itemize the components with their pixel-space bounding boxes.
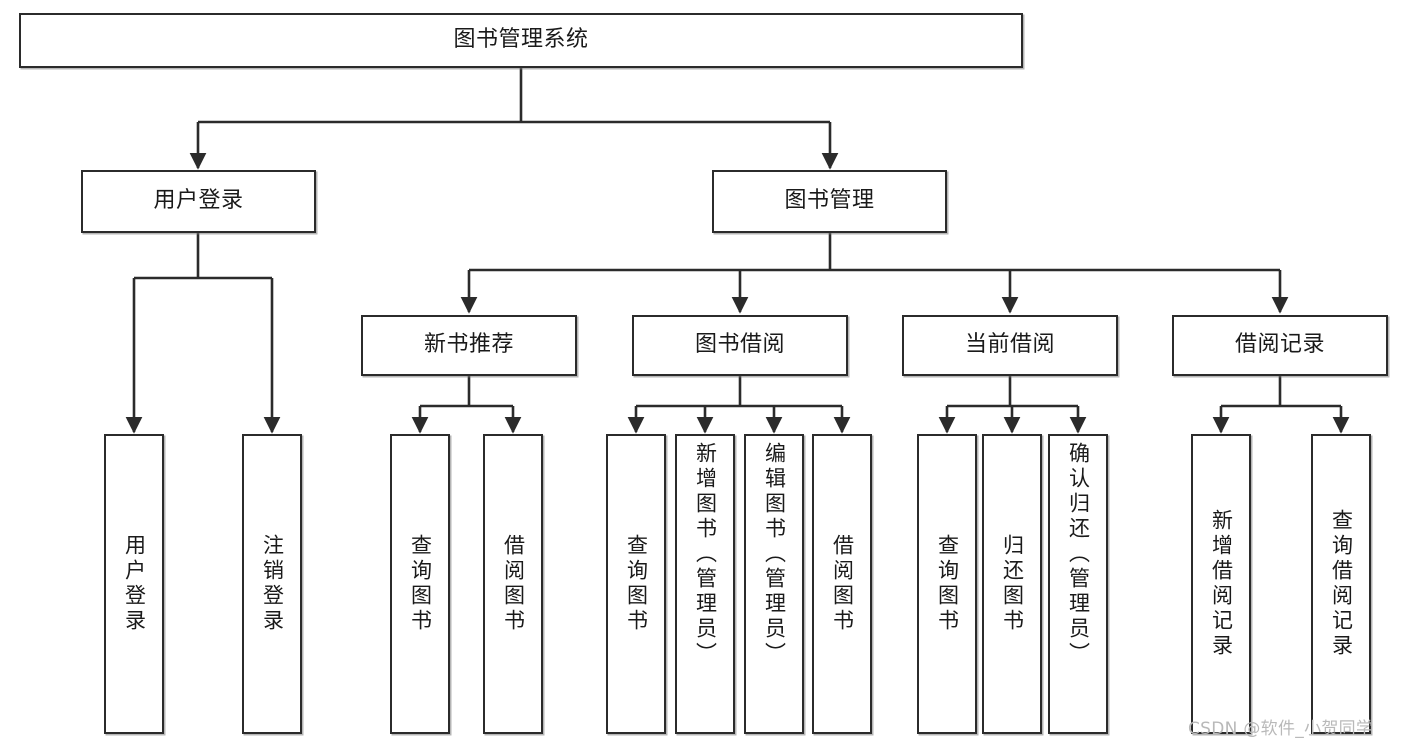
node-label: 查询图书 (408, 534, 433, 634)
leaf-user-login-login[interactable]: 用户登录 (104, 434, 164, 734)
node-label: 借阅记录 (1234, 332, 1325, 358)
node-label: 新增图书（管理员） (693, 442, 718, 667)
leaf-book-borrow-add-book-admin[interactable]: 新增图书（管理员） (675, 434, 735, 734)
node-label: 用户登录 (122, 534, 147, 634)
leaf-current-borrow-query-book[interactable]: 查询图书 (917, 434, 977, 734)
node-borrow-record[interactable]: 借阅记录 (1172, 315, 1388, 376)
node-label: 归还图书 (1000, 534, 1025, 634)
node-label: 图书借阅 (694, 332, 785, 358)
leaf-user-login-logout[interactable]: 注销登录 (242, 434, 302, 734)
node-current-borrow[interactable]: 当前借阅 (902, 315, 1118, 376)
node-label: 新书推荐 (423, 332, 514, 358)
node-label: 确认归还（管理员） (1066, 442, 1091, 667)
node-new-book-recommend[interactable]: 新书推荐 (361, 315, 577, 376)
leaf-current-borrow-return-book[interactable]: 归还图书 (982, 434, 1042, 734)
node-label: 图书管理 (784, 188, 875, 214)
leaf-borrow-record-query-record[interactable]: 查询借阅记录 (1311, 434, 1371, 734)
leaf-new-book-query-book[interactable]: 查询图书 (390, 434, 450, 734)
node-label: 查询借阅记录 (1329, 509, 1354, 659)
leaf-book-borrow-query-book[interactable]: 查询图书 (606, 434, 666, 734)
node-label: 新增借阅记录 (1209, 509, 1234, 659)
node-label: 查询图书 (935, 534, 960, 634)
node-label: 借阅图书 (830, 534, 855, 634)
node-root-system[interactable]: 图书管理系统 (19, 13, 1023, 68)
node-label: 借阅图书 (501, 534, 526, 634)
leaf-new-book-borrow-book[interactable]: 借阅图书 (483, 434, 543, 734)
leaf-book-borrow-borrow-book[interactable]: 借阅图书 (812, 434, 872, 734)
node-label: 用户登录 (153, 188, 244, 214)
leaf-borrow-record-add-record[interactable]: 新增借阅记录 (1191, 434, 1251, 734)
leaf-current-borrow-confirm-return-admin[interactable]: 确认归还（管理员） (1048, 434, 1108, 734)
node-book-borrow[interactable]: 图书借阅 (632, 315, 848, 376)
node-label: 查询图书 (624, 534, 649, 634)
node-user-login[interactable]: 用户登录 (81, 170, 316, 233)
node-label: 编辑图书（管理员） (762, 442, 787, 667)
csdn-watermark: CSDN @软件_小贺同学 (1188, 719, 1374, 739)
node-label: 注销登录 (260, 534, 285, 634)
leaf-book-borrow-edit-book-admin[interactable]: 编辑图书（管理员） (744, 434, 804, 734)
node-book-management[interactable]: 图书管理 (712, 170, 947, 233)
node-label: 图书管理系统 (453, 27, 589, 53)
node-label: 当前借阅 (964, 332, 1055, 358)
